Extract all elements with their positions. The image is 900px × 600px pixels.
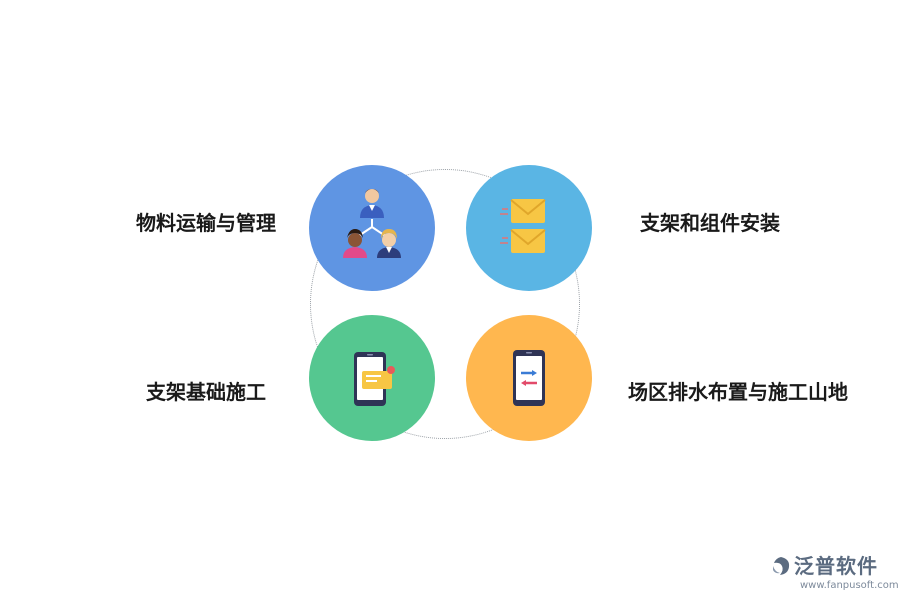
- node-drainage-layout: [466, 315, 592, 441]
- envelopes-icon: [500, 199, 546, 253]
- brand-logo: 泛普软件 www.fanpusoft.com: [770, 553, 899, 593]
- node-foundation-construction: [309, 315, 435, 441]
- phone-message-icon: [354, 352, 395, 406]
- node-material-transport: [309, 165, 435, 291]
- logo-url: www.fanpusoft.com: [800, 580, 899, 591]
- logo-mark-icon: [773, 557, 790, 575]
- label-foundation-construction: 支架基础施工: [146, 380, 266, 404]
- phone-transfer-icon: [513, 350, 545, 406]
- node-circle-lightblue: [466, 165, 592, 291]
- node-circle-green: [309, 315, 435, 441]
- label-bracket-install: 支架和组件安装: [640, 211, 780, 235]
- label-drainage-layout: 场区排水布置与施工山地: [628, 380, 848, 404]
- node-circle-orange: [466, 315, 592, 441]
- label-material-transport: 物料运输与管理: [136, 211, 276, 235]
- connector-ring: [310, 169, 580, 439]
- node-circle-blue: [309, 165, 435, 291]
- logo-name: 泛普软件: [794, 554, 878, 578]
- node-bracket-install: [466, 165, 592, 291]
- team-hierarchy-icon: [343, 189, 401, 258]
